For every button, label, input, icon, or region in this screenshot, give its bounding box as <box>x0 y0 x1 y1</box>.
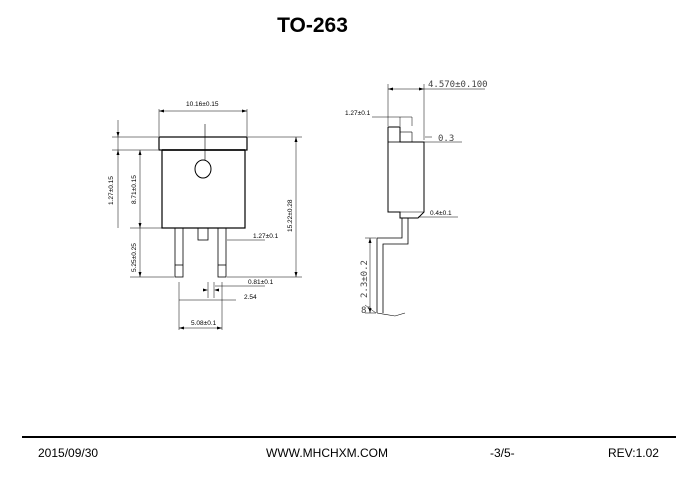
dimension-arrows <box>116 87 424 330</box>
side-angle-label: 8° <box>361 306 372 316</box>
front-body-label: 8.71±0.15 <box>131 175 138 204</box>
front-height-label: 15.22±0.28 <box>287 199 294 232</box>
side-flange-label: 1.27±0.1 <box>345 110 371 117</box>
front-span-label: 5.08±0.1 <box>191 320 217 327</box>
footer-website: WWW.MHCHXM.COM <box>266 446 388 460</box>
side-lead-thk-label: 0.4±0.1 <box>430 210 452 217</box>
front-view-dimensions <box>112 109 302 330</box>
side-view-outline <box>376 126 425 317</box>
front-pitch-label: 2.54 <box>244 294 257 301</box>
front-top-label: 1.27±0.15 <box>108 176 115 205</box>
footer-revision: REV:1.02 <box>608 446 659 460</box>
side-view-dimensions <box>364 84 485 314</box>
front-lead-label: 5.25±0.25 <box>131 243 138 272</box>
side-gap-label: 0.3 <box>438 134 454 144</box>
front-tab-label: 0.81±0.1 <box>248 279 274 286</box>
front-lead-width-label: 1.27±0.1 <box>253 233 279 240</box>
front-view-outline <box>158 124 248 278</box>
side-bend-label: 2.3±0.2 <box>360 260 370 298</box>
footer-date: 2015/09/30 <box>38 446 99 460</box>
page-title: TO-263 <box>277 14 348 37</box>
side-thickness-label: 4.570±0.100 <box>428 80 488 90</box>
front-width-label: 10.16±0.15 <box>186 101 219 108</box>
footer-rule <box>22 436 676 438</box>
footer-page: -3/5- <box>490 446 515 460</box>
